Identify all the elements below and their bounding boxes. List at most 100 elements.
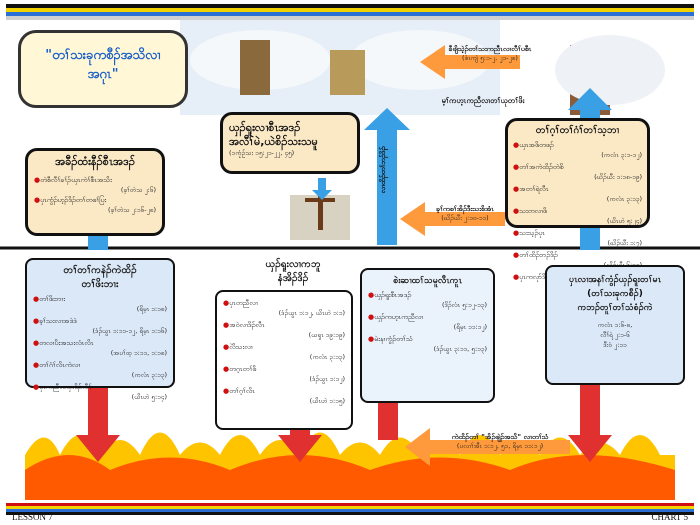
bullet-icon: ● <box>368 313 375 321</box>
list-item: ●မဲးနၢကွံၣ်တၢ်သံ(ဒံၣ်ယွၤ ၃:၁၁, ၅:၁၃) <box>368 334 487 354</box>
list-item: ●ခ့ၢ်သးလၢအဒဲဒဲ (ဒံၣ်ယွၤ ၁:၁၁-၁၂, ရိမ့ၤ ၁:… <box>33 316 167 336</box>
list-item-text: ယှၣ်ရူးစီၤအဒၣ် <box>374 291 412 299</box>
list-item-text: တၢ်ဂံၢ်လိၤကဲလၢ <box>39 361 81 369</box>
bullet-icon: ● <box>223 299 230 307</box>
top-right-label: ခီဖျိသဲ့ၣ်တၢ်သးကညီၤလၢလီၢ်ပစီၤ (စံၤကျံ ၅:… <box>440 44 540 64</box>
list-item: ●သးသ့ၣ်ပှၤ (ဃိၣ်ယီး ၁:၇) <box>513 228 642 248</box>
right-top-box-header: တၢ်ဂ့ၢ်တၢ်ဂံၢ်တၢ်သ့ဘၢ <box>535 125 620 136</box>
blue-arrow-center <box>364 108 410 245</box>
list-item-ref: (ယိၤဟဲ ၅:၁၄) <box>131 393 167 401</box>
red-arrow-left <box>76 350 120 462</box>
list-item-text: မဲးနၢကွံၣ်တၢ်သံ <box>374 335 413 343</box>
bottom-label-text: ကဲထိၣ်တၢ် "အိၣ်ဖျဲၣ်အသိ" လၢတၢ်သံ <box>451 433 549 441</box>
bullet-icon: ● <box>513 229 520 237</box>
list-item-text: ပှၤတညီလၢ <box>229 299 258 307</box>
orange-arrow-top <box>420 45 520 79</box>
list-item: ●ယှၣ်ကဟ့ၤကညီလၢ (ရိမ့ၤ ၁၁:၁၂) <box>368 312 487 332</box>
list-item: ●ပှၤတညီလၢ(ဒံၣ်ယွၤ ၁:၁၂, ယိၤဟဲ ၁:၁) <box>223 298 345 318</box>
bottom-left-box: တၢ်တၢ်ကနဲၣ်ကဲထိၣ် တၢ်ဖိးဘၢး ● တၢ်ဖိးဘၢး (ရ… <box>25 258 175 401</box>
bottom-label-ref: (ပလၢၢ်အီၤ ၁:၁၂, ၅၁, ရိမ့ၤ ၁၁:၁၂) <box>456 442 544 450</box>
list-item-text: သးသ့ၣ်ပှၤ <box>519 229 545 237</box>
top-right-label-text: ခီဖျိသဲ့ၣ်တၢ်သးကညီၤလၢလီၢ်ပစီၤ <box>448 45 532 53</box>
top-stripes <box>6 4 694 20</box>
list-item-ref: (အပၢ်ထ့ ၁:၁၁, ၁:၁၈) <box>110 349 167 357</box>
bullet-icon: ● <box>513 273 520 281</box>
list-item-text: တၢ်ဂ့ၢ်လိၤ <box>229 387 255 395</box>
bullet-icon: ● <box>513 251 520 259</box>
bottom-mid-box-header: စဲးဆၢထၢ်သမူလီၤကူၤ <box>393 276 462 286</box>
bottom-right-box-header3: ကဘၣ်တူၢ်တၢ်သံစံၣ်ကဲ <box>577 303 653 313</box>
list-item-text: တလၢပိးအသးလံၤလိၤ <box>39 339 94 347</box>
bullet-icon: ● <box>33 317 40 325</box>
bullet-icon: ● <box>223 321 230 329</box>
list-item: ●တဂ့ၤတၢ်ဖိ (ဒံၣ်ယွၤ ၁:၁၂) <box>223 364 345 384</box>
center-box: ယှၣ်ရူးလၢစီၤအဒၣ် အလီၢ်မဲ,ယဲစိၣ်သးသမူ (၁က… <box>220 112 360 174</box>
list-item: ●တၢ်ဂံၢ်လိၤကဲလၢ(ကလံၤ ၃:၁၃) <box>33 360 167 380</box>
mid-top-label: မ့ၢ်ကဟ့ၤကညီလၢတၢ်ယုတၢ်ဖိး <box>441 96 525 105</box>
list-item: ●သးတလၢဖိ(ယိၤဟဲ ၅:၂၄) <box>513 206 642 226</box>
middle-orange-label-ref: (ဃိၣ်ယီး ၂:၁၀-၁၁) <box>441 214 489 222</box>
bottom-label: ကဲထိၣ်တၢ် "အိၣ်ဖျဲၣ်အသိ" လၢတၢ်သံ (ပလၢၢ်အ… <box>430 432 570 452</box>
list-item-text: သးတလၢဖိ <box>519 207 547 215</box>
bullet-icon: ● <box>368 335 375 343</box>
list-item-ref: (ကလံၤ ၃:၁၃) <box>606 195 642 203</box>
right-top-box: တၢ်ဂ့ၢ်တၢ်ဂံၢ်တၢ်သ့ဘၢ ●ယှၤအဖိတဖၣ်(ကလံၤ ၃… <box>505 118 650 291</box>
center-label-line1: ယှၣ်ရူးလၢကဘူ <box>265 259 321 270</box>
bottom-left-box-items: ● တၢ်ဖိးဘၢး (ရိမ့ၤ ၁:၁၈) ●ခ့ၢ်သးလၢအဒဲဒဲ (ဒံၣ… <box>33 294 167 402</box>
bottom-right-box: ပှၤလၢအနၢ်ကွံၣ်ယှၣ်ရူးတၢ်မၤ (တၢ်သးခုကစီၣ်… <box>545 265 685 385</box>
bottom-center-box-items: ●ပှၤတညီလၢ(ဒံၣ်ယွၤ ၁:၁၂, ယိၤဟဲ ၁:၁)●အဝဲလၢ… <box>223 298 345 406</box>
bottom-right-box-header1: ပှၤလၢအနၢ်ကွံၣ်ယှၣ်ရူးတၢ်မၤ <box>569 275 661 285</box>
list-item-ref: (ကလံၤ ၃:၁၃) <box>309 353 345 361</box>
list-item-ref: (ဃိၣ်ယီး ၁:၇) <box>607 239 642 247</box>
bottom-left-box-header1: တၢ်တၢ်ကနဲၣ်ကဲထိၣ် <box>63 265 137 276</box>
orange-arrow-bottom <box>405 428 570 466</box>
blue-arrow-to-cross <box>312 178 332 200</box>
left-box-item: ●တဲစီလီၢ်ခၢ်ၣ်ယှၤကဲၢ်စီၤအသိး (ခ့ၢ်တဲသ ၂:… <box>34 176 156 194</box>
list-item-ref: (ဒိၣ်လံၤ ၅:၁၂-၁၃) <box>441 301 487 309</box>
fire-flames <box>25 432 675 500</box>
list-item-ref: (ဒံၣ်ယွၤ ၁:၁၁-၁၂, ရိမ့ၤ ၁:၁၆) <box>92 327 167 335</box>
top-right-label-ref: (စံၤကျံ ၅:၁-၂, ၂၁-၂၈) <box>462 54 518 62</box>
title-line1: "တၢ်သးခုကစီၣ်အသိလၢ <box>45 48 161 63</box>
center-box-header2: အလီၢ်မဲ,ယဲစိၣ်သးသမူ <box>229 135 318 148</box>
list-item-ref: (ဒံၣ်ယွၤ ၁:၁၂) <box>309 375 345 383</box>
list-item-text: အဝဲလၢဒိၣ်လီၤ <box>229 321 265 329</box>
left-box-item-ref: (ခ့ၢ်တဲသ ၂:၆) <box>120 186 156 194</box>
bullet-icon: ● <box>513 163 520 171</box>
list-item-text: ယှၣ်ကဟ့ၤကညီလၢ <box>374 313 424 321</box>
list-item-ref: (ကလံၤ ၃:၁-၁၂) <box>601 151 642 159</box>
list-item: ●အဝဲလၢဒိၣ်လီၤ(ယရှၤ ၁၉:၁၉) <box>223 320 345 340</box>
list-item-text: တၢ်ဖိးဘၢး <box>39 295 65 303</box>
bottom-mid-box: စဲးဆၢထၢ်သမူလီၤကူၤ ● ယှၣ်ရူးစီၤအဒၣ် (ဒိၣ်လံ… <box>360 268 495 403</box>
list-item-text: တၢ်အကဲထိၣ်တဲစိ <box>519 163 564 171</box>
list-item-text: တဂ့ၤတၢ်ဖိ <box>229 365 257 373</box>
list-item-ref: (ကလံၤ ၃:၁၃) <box>131 371 167 379</box>
arrow-left-label: လၢထိၣ်တၢ်ဘၣ်ဒိၣ် <box>379 146 387 194</box>
list-item-ref: (ရိမ့ၤ ၁၁:၁၂) <box>453 323 487 331</box>
list-item-text: အတၢ်ရဲလီၤ <box>519 185 549 193</box>
bullet-icon: ● <box>513 207 520 215</box>
title-line2: အဂုၤ" <box>87 67 119 82</box>
list-item: ●လိဲသးလၢ(ကလံၤ ၃:၁၃) <box>223 342 345 362</box>
bottom-right-box-ref: လီၢ်ရဲ ၂:၁-၆ <box>600 331 630 339</box>
left-box-item-text: တဲစီလီၢ်ခၢ်ၣ်ယှၤကဲၢ်စီၤအသိး <box>40 176 112 184</box>
middle-orange-label-text: ခ့ၢ်ကစၢ်အိၣ်ဒီးသးစိအံၤ <box>436 205 494 213</box>
center-box-ref: (၁ကၠံဉ်သး ၁၅:၂၁-၂၂, ၄၅) <box>229 149 295 157</box>
bottom-left-box-header2: တၢ်ဖိးဘၢး <box>81 279 119 290</box>
bottom-right-box-ref: ကလံၤ ၁:၆-၈, <box>597 321 633 329</box>
center-box-header1: ယှၣ်ရူးလၢစီၤအဒၣ် <box>229 121 301 134</box>
orange-arrow-middle <box>400 202 505 236</box>
list-item-ref: (ရိမ့ၤ ၁:၁၈) <box>136 305 167 313</box>
left-box-item-text: ပှၤကွံၣ်ဟ့ၣ်ဒိၣ်တၢ်တဖၢ်ပြး <box>40 196 107 204</box>
list-item-ref: (ဃိၣ်ယီး ၁:၁၈-၁၉) <box>594 173 642 181</box>
middle-orange-label: ခ့ၢ်ကစၢ်အိၣ်ဒီးသးစိအံၤ (ဃိၣ်ယီး ၂:၁၀-၁၁) <box>420 204 510 224</box>
bullet-icon: ● <box>223 387 230 395</box>
list-item: ●တၢ်ဖိးဘၢး(ရိမ့ၤ ၁:၁၈) <box>33 294 167 314</box>
bottom-right-box-header2: (တၢ်သးခုကစီၣ်) <box>587 289 643 299</box>
list-item: ●ပှၤကညီလၢပှၤဒိၣ်လီၢ်(ယိၤဟဲ ၅:၁၄) <box>33 382 167 402</box>
list-item: ●တလၢပိးအသးလံၤလိၤ(အပၢ်ထ့ ၁:၁၁, ၁:၁၈) <box>33 338 167 358</box>
bullet-icon: ● <box>513 185 520 193</box>
list-item-text: ခ့ၢ်သးလၢအဒဲဒဲ <box>39 317 77 325</box>
bullet-icon: ● <box>223 365 230 373</box>
footer-chart: CHART 5 <box>651 512 688 522</box>
